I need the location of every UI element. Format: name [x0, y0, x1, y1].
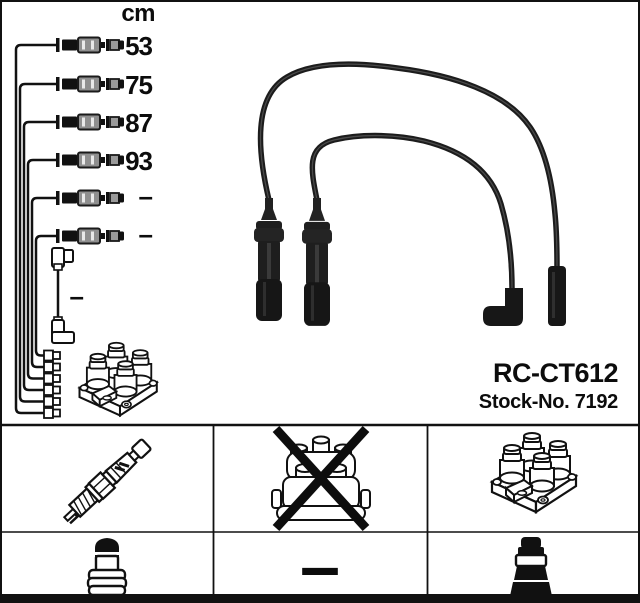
distributor-cap-crossed-icon — [271, 425, 371, 532]
legend-grid — [0, 423, 640, 595]
cross-out-x — [272, 425, 370, 532]
coil-wire — [51, 247, 75, 344]
length-unit-header: cm — [121, 0, 155, 27]
elbow-boot — [483, 288, 523, 326]
length-value-3: 87 — [125, 108, 153, 138]
spark-plug-boot-left-2 — [302, 198, 332, 326]
product-model: RC-CT612 — [492, 358, 619, 388]
length-value-5: – — [138, 181, 153, 211]
length-value-6: – — [138, 219, 153, 249]
coil-wire-length: – — [69, 281, 84, 311]
harness-wires — [14, 43, 59, 415]
ignition-cables-photo — [254, 61, 566, 326]
spark-plug-boot-left-1 — [254, 198, 284, 321]
spark-plug-icon — [62, 438, 152, 525]
product-stock-number: Stock-No. 7192 — [478, 391, 619, 413]
length-value-4: 93 — [125, 146, 153, 176]
wire-length-diagram — [14, 36, 158, 419]
ignition-coil-icon — [490, 431, 578, 514]
cable-connector-row — [55, 36, 125, 245]
straight-boot — [548, 266, 566, 326]
bottom-bar — [0, 594, 640, 603]
terminal-stack — [43, 349, 61, 419]
distributor-terminal-boot-icon — [86, 538, 128, 597]
cable-short — [309, 132, 515, 291]
plug-boot-icon — [510, 537, 552, 596]
length-value-1: 53 — [125, 31, 153, 61]
legend-dash: – — [299, 527, 341, 603]
length-value-2: 75 — [125, 70, 153, 100]
ignition-coil-drawing — [78, 341, 158, 417]
